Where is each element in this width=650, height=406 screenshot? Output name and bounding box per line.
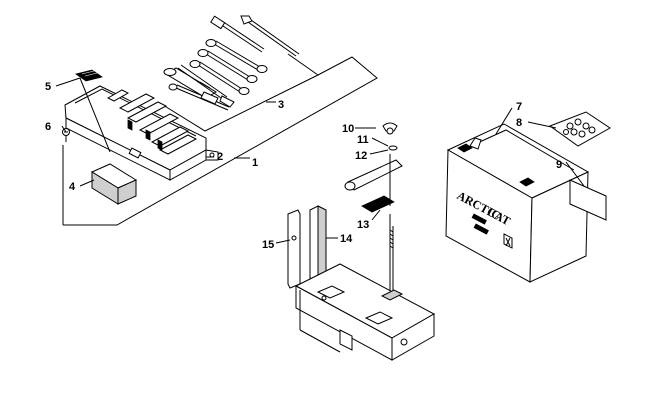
pliers-icon: [177, 64, 235, 108]
foam-block: [90, 163, 138, 205]
battery: ARCTIC CAT: [445, 123, 590, 283]
callout-6: 6: [45, 121, 51, 133]
callout-12: 12: [355, 150, 367, 162]
wrench-icon: [197, 49, 258, 83]
callout-9: 9: [556, 159, 562, 171]
kit-bracket: [62, 56, 378, 226]
callout-3: 3: [278, 99, 284, 111]
callout-1: 1: [252, 157, 258, 169]
socket-handle-icon: [168, 83, 230, 111]
tool-kit-bracket: [162, 53, 319, 132]
battery-hold-down: [287, 122, 436, 361]
callout-8: 8: [516, 117, 522, 129]
callout-7: 7: [516, 101, 522, 113]
screwdriver-icon: [210, 15, 265, 53]
warning-label: [75, 69, 103, 82]
callout-10: 10: [342, 123, 354, 135]
callout-4: 4: [69, 181, 76, 193]
spark-plug-socket-icon: [163, 67, 217, 99]
callout-13: 13: [357, 219, 369, 231]
callout-numbers: 1 2 3 4 5 6 7 8 9 10 11 12 13 14 15: [45, 81, 562, 251]
wrench-icon: [189, 60, 250, 95]
wrench-icon: [205, 39, 268, 73]
callout-11: 11: [357, 134, 369, 146]
callout-14: 14: [340, 233, 353, 245]
screw-icon: [62, 128, 70, 142]
tool-kit: [163, 15, 300, 111]
callout-2: 2: [217, 151, 223, 163]
callout-5: 5: [45, 81, 51, 93]
callout-15: 15: [262, 239, 274, 251]
tool-tray: [64, 85, 219, 181]
decal-sheet: [569, 179, 607, 221]
hardware-bag: [548, 111, 611, 147]
leader-lines: [55, 77, 585, 244]
wrench-icon: [240, 15, 300, 57]
